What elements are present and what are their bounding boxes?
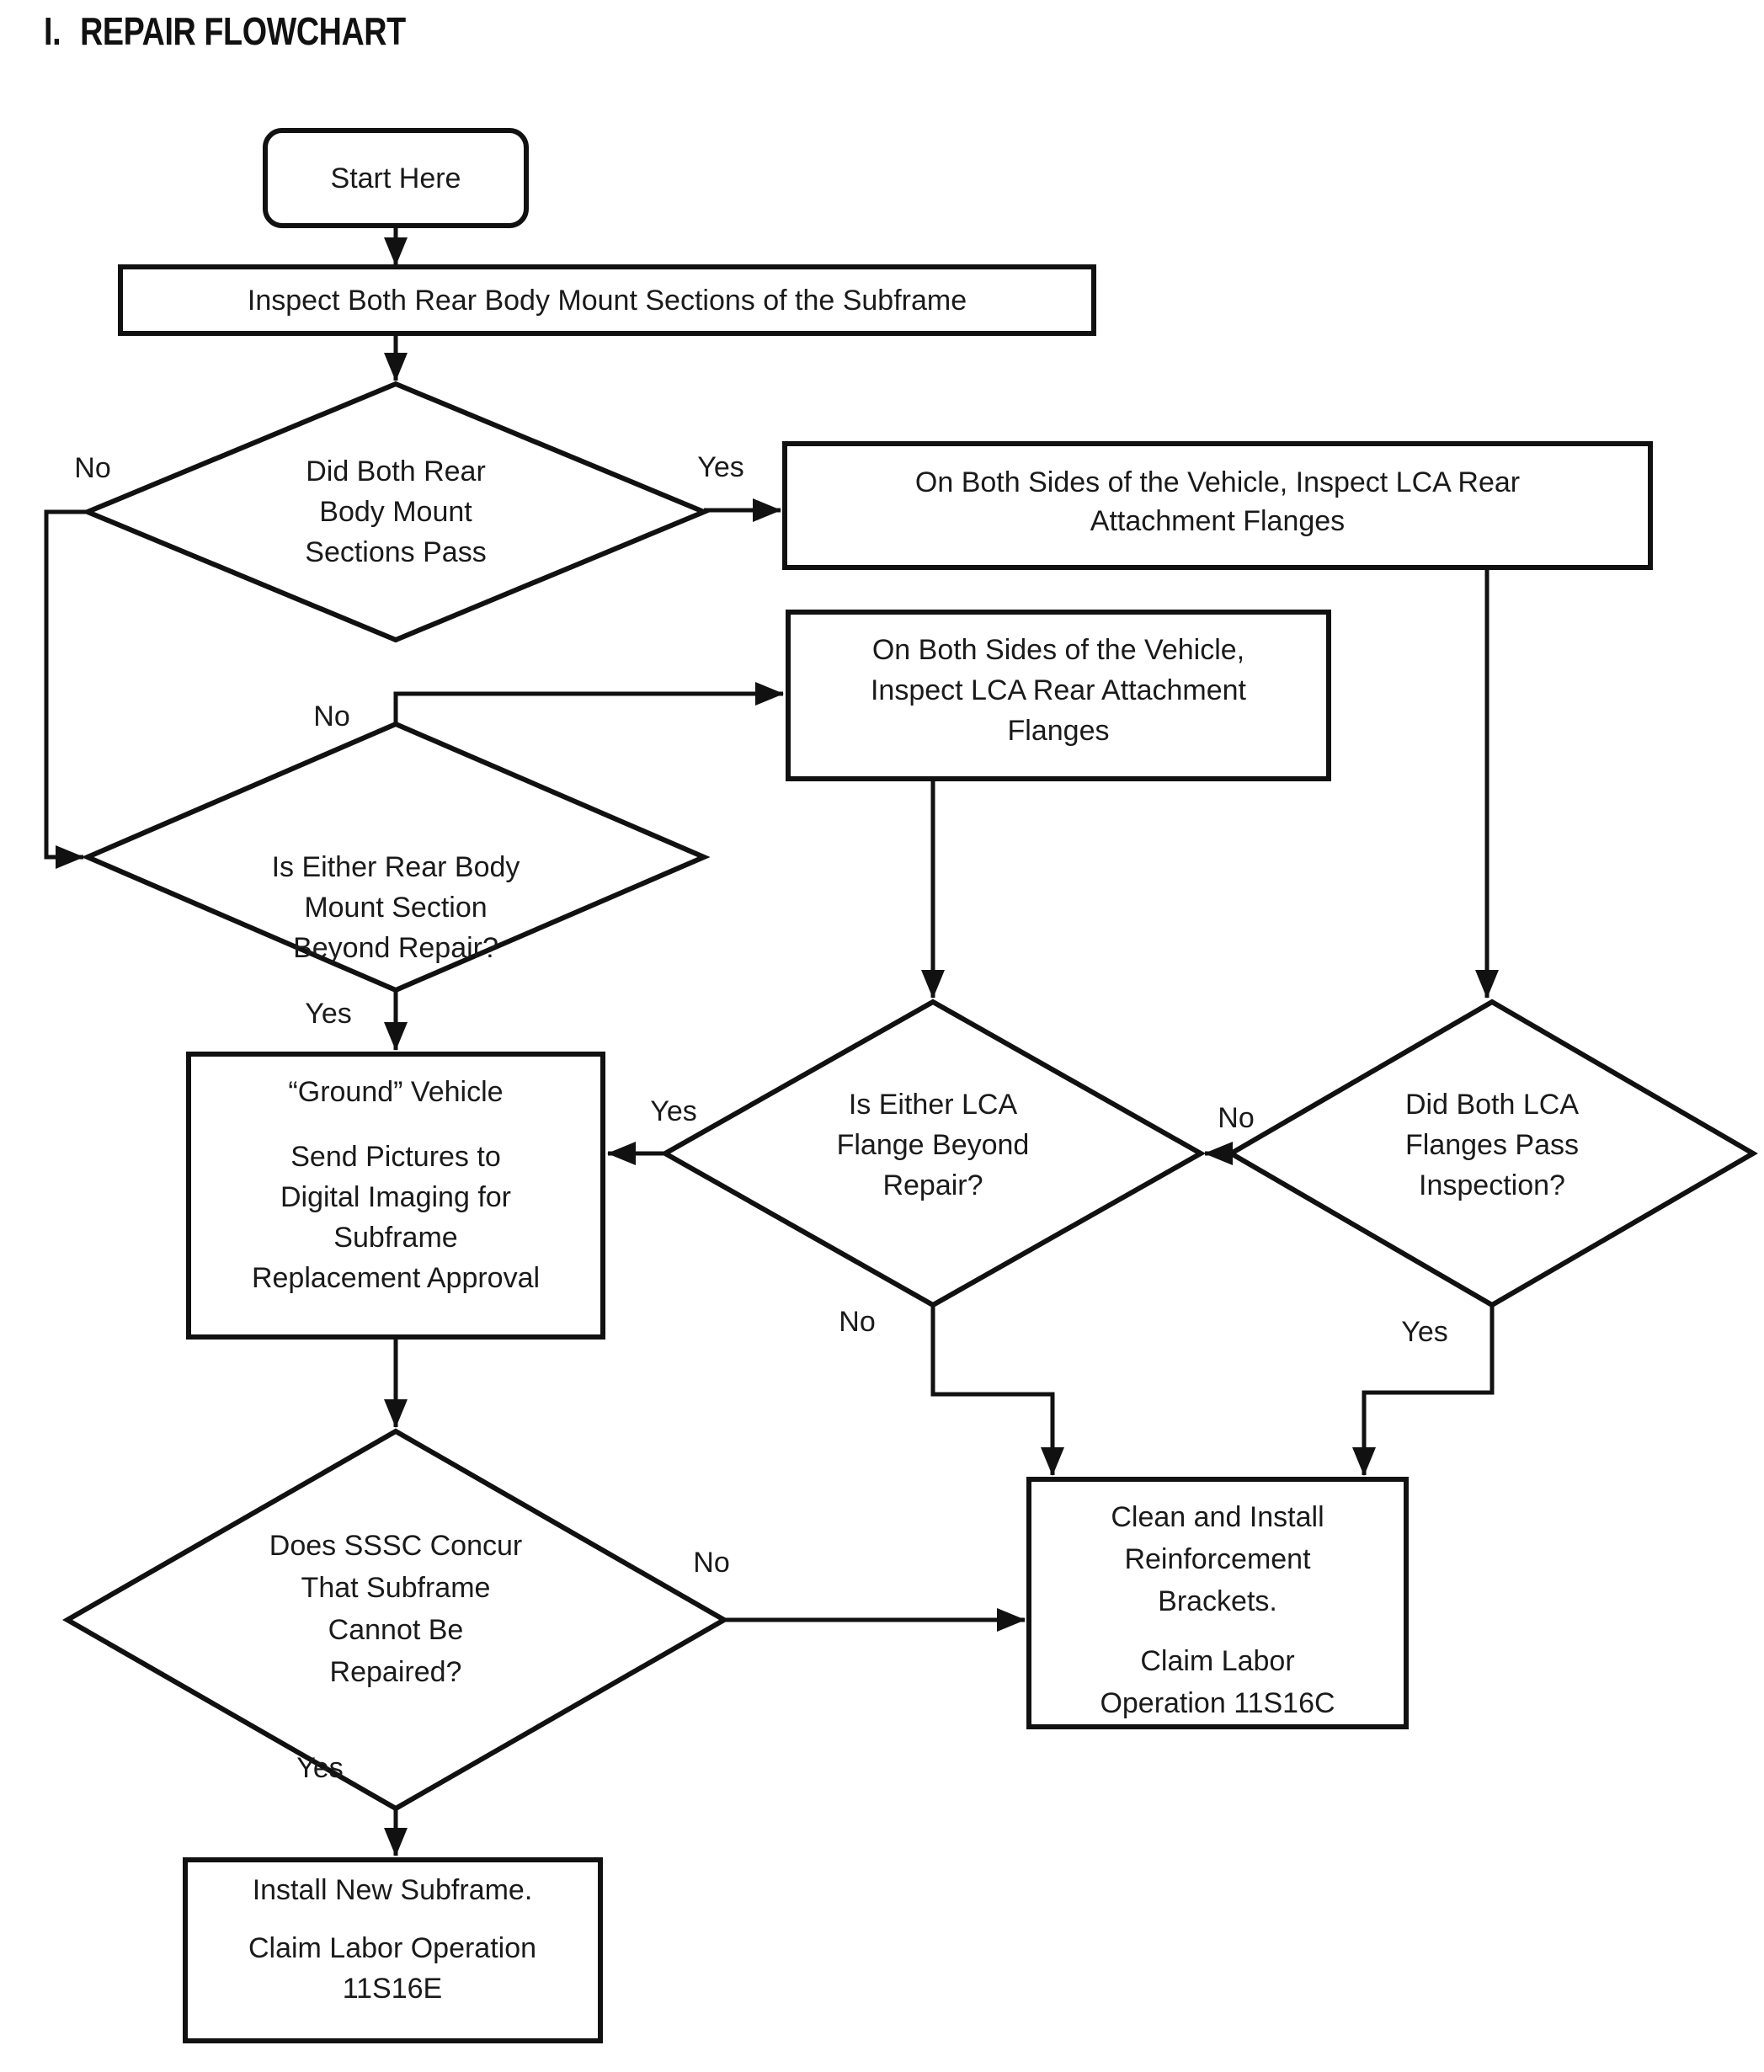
- node-decision-lca-beyond-repair-text: Repair?: [882, 1169, 983, 1201]
- node-start-text: Start Here: [331, 162, 461, 194]
- edge-label-sssc-no: No: [693, 1547, 729, 1579]
- node-clean-install-brackets-text: Claim Labor: [1140, 1645, 1294, 1677]
- node-decision-mount-beyond-repair: [81, 721, 711, 993]
- node-ground-vehicle-text: Subframe: [333, 1222, 457, 1254]
- edge-label-lca-pass-yes: Yes: [1401, 1316, 1447, 1348]
- node-inspect-lca-mid: [786, 610, 1331, 781]
- edge-label-mount-pass-yes: Yes: [697, 451, 743, 483]
- node-clean-install-brackets: [1026, 1477, 1409, 1729]
- node-inspect-subframe-text: Inspect Both Rear Body Mount Sections of…: [248, 285, 967, 317]
- node-ground-vehicle-text: Send Pictures to: [290, 1141, 500, 1173]
- node-decision-sssc-concur-text: That Subframe: [301, 1572, 491, 1604]
- edge-label-mount-pass-no: No: [74, 452, 110, 484]
- edge-label-lca-pass-no: No: [1218, 1102, 1254, 1134]
- node-decision-mount-beyond-repair-text: Beyond Repair?: [293, 932, 498, 964]
- node-decision-lca-beyond-repair: [659, 999, 1207, 1308]
- node-clean-install-brackets-text: Clean and Install: [1111, 1501, 1324, 1533]
- node-decision-mount-beyond-repair-text: Mount Section: [304, 892, 487, 924]
- edge-lca-beyond-no: [930, 1305, 1064, 1476]
- node-decision-mount-pass: [81, 381, 711, 643]
- node-decision-mount-pass-text: Sections Pass: [305, 536, 486, 568]
- node-inspect-lca-mid-text: On Both Sides of the Vehicle,: [872, 634, 1244, 666]
- title-text: REPAIR FLOWCHART: [80, 9, 406, 53]
- node-decision-sssc-concur: [61, 1428, 730, 1812]
- node-decision-mount-pass-text: Body Mount: [319, 496, 472, 528]
- node-inspect-lca-top-text: Attachment Flanges: [1090, 505, 1345, 537]
- edge-mount-pass-no: [44, 509, 89, 869]
- node-decision-mount-pass-text: Did Both Rear: [306, 455, 486, 487]
- node-decision-sssc-concur-text: Does SSSC Concur: [269, 1530, 522, 1562]
- node-decision-sssc-concur-text: Repaired?: [330, 1656, 462, 1688]
- node-decision-mount-beyond-repair-text: Is Either Rear Body: [272, 851, 520, 883]
- node-clean-install-brackets-text: Operation 11S16C: [1100, 1687, 1335, 1719]
- edge-label-lca-beyond-no: No: [839, 1306, 875, 1338]
- node-start: [263, 128, 529, 228]
- node-decision-lca-pass-text: Flanges Pass: [1405, 1129, 1579, 1161]
- node-install-new-subframe-text: 11S16E: [343, 1973, 442, 2005]
- node-ground-vehicle: [186, 1052, 605, 1340]
- edge-label-beyond-repair-no: No: [313, 700, 349, 732]
- node-ground-vehicle-text: Digital Imaging for: [280, 1181, 511, 1213]
- title-numeral: I.: [44, 9, 61, 53]
- page-title: I. REPAIR FLOWCHART: [44, 8, 406, 54]
- edge-label-lca-beyond-yes: Yes: [650, 1095, 696, 1127]
- node-clean-install-brackets-text: Reinforcement: [1124, 1543, 1311, 1575]
- node-decision-sssc-concur-text: Cannot Be: [328, 1614, 464, 1646]
- node-decision-lca-beyond-repair-text: Flange Beyond: [837, 1129, 1030, 1161]
- node-install-new-subframe-text: Install New Subframe.: [253, 1874, 533, 1906]
- node-inspect-lca-top-text: On Both Sides of the Vehicle, Inspect LC…: [915, 466, 1520, 498]
- edge-label-sssc-yes: Yes: [296, 1752, 343, 1784]
- node-install-new-subframe: [183, 1857, 603, 2043]
- node-inspect-lca-mid-text: Inspect LCA Rear Attachment: [871, 674, 1247, 706]
- node-inspect-lca-top: [782, 441, 1653, 570]
- node-decision-lca-beyond-repair-text: Is Either LCA: [849, 1089, 1018, 1121]
- node-inspect-subframe: [118, 264, 1096, 336]
- edge-label-beyond-repair-yes: Yes: [305, 998, 351, 1030]
- edge-lca-pass-yes: [1352, 1305, 1495, 1476]
- node-clean-install-brackets-text: Brackets.: [1158, 1585, 1277, 1617]
- node-decision-lca-pass-text: Did Both LCA: [1405, 1089, 1579, 1121]
- edge-beyond-repair-no: [393, 682, 784, 725]
- node-inspect-lca-mid-text: Flanges: [1008, 715, 1110, 747]
- node-decision-lca-pass: [1226, 999, 1758, 1308]
- node-ground-vehicle-text: “Ground” Vehicle: [288, 1076, 503, 1108]
- node-decision-lca-pass-text: Inspection?: [1419, 1169, 1565, 1201]
- node-install-new-subframe-text: Claim Labor Operation: [248, 1932, 536, 1964]
- node-ground-vehicle-text: Replacement Approval: [252, 1262, 540, 1294]
